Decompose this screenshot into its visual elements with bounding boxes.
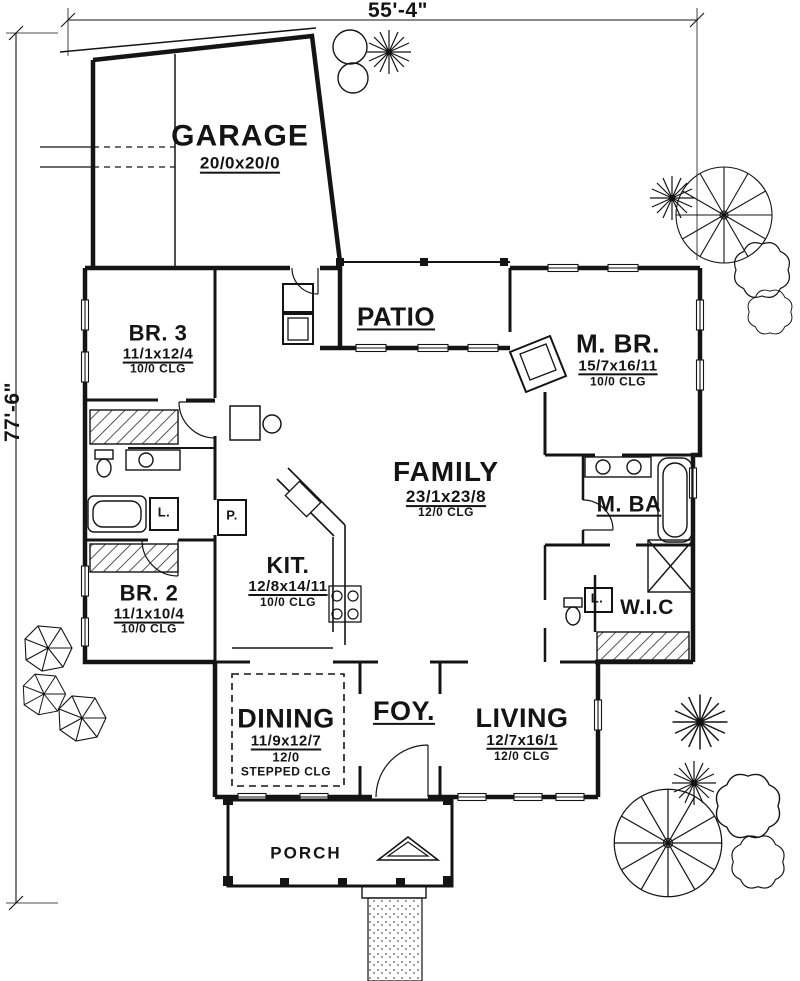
room-ceiling: 10/0 CLG bbox=[589, 374, 647, 389]
room-name: BR. 3 bbox=[128, 320, 188, 346]
doors bbox=[141, 263, 614, 802]
room-ceiling-height: 12/0 bbox=[272, 749, 300, 765]
room-label-foyer: FOY. bbox=[373, 696, 435, 726]
room-size: 11/9x12/7 bbox=[250, 732, 322, 750]
dimension-height-label: 77'-6" bbox=[1, 382, 25, 442]
room-name: DINING bbox=[237, 703, 335, 734]
shrub-icon bbox=[58, 695, 107, 742]
room-label-mbr: M. BR. 15/7x16/11 10/0 CLG bbox=[576, 329, 660, 388]
room-name: BR. 2 bbox=[119, 580, 179, 606]
room-name: M. BR. bbox=[576, 328, 660, 359]
room-label-kitchen: KIT. 12/8x14/11 10/0 CLG bbox=[248, 552, 328, 609]
room-name: W.I.C bbox=[620, 596, 674, 620]
room-size: 15/7x16/11 bbox=[578, 357, 658, 375]
bathroom-fixtures bbox=[87, 449, 694, 626]
interior-walls bbox=[85, 268, 693, 797]
room-size: 11/1x10/4 bbox=[113, 605, 185, 623]
room-name: M. BA bbox=[596, 491, 662, 517]
trees bbox=[22, 29, 793, 898]
room-size: 20/0x20/0 bbox=[199, 153, 281, 173]
room-name: FAMILY bbox=[392, 456, 500, 488]
room-name: FOY. bbox=[372, 695, 436, 726]
room-size: 11/1x12/4 bbox=[122, 345, 194, 363]
room-label-garage: GARAGE 20/0x20/0 bbox=[171, 120, 309, 173]
room-name: GARAGE bbox=[171, 119, 309, 153]
dimension-width-label: 55'-4" bbox=[368, 0, 428, 23]
windows bbox=[80, 263, 705, 802]
room-label-mba: M. BA bbox=[596, 491, 662, 518]
room-label-wic: W.I.C bbox=[620, 596, 674, 620]
kitchen-fixtures bbox=[231, 467, 362, 787]
room-name: PATIO bbox=[356, 301, 436, 332]
room-label-patio: PATIO bbox=[357, 302, 435, 331]
burst-tree-icon bbox=[649, 175, 695, 221]
shrub-cloud-icon bbox=[731, 835, 785, 889]
shrub-icon bbox=[24, 625, 73, 672]
room-size: 12/7x16/1 bbox=[486, 732, 558, 749]
dimension-lines bbox=[6, 8, 705, 911]
burst-tree-icon bbox=[366, 29, 412, 75]
patio-posts bbox=[336, 258, 508, 266]
room-label-br3: BR. 3 11/1x12/4 10/0 CLG bbox=[122, 320, 194, 377]
porch-columns bbox=[223, 795, 453, 887]
room-size: 23/1x23/8 bbox=[405, 487, 487, 507]
shrub-cloud-icon bbox=[747, 289, 793, 335]
large-tree-icon bbox=[613, 788, 723, 898]
room-name: PORCH bbox=[270, 843, 342, 863]
room-name: LIVING bbox=[475, 702, 569, 733]
room-ceiling-type: STEPPED CLG bbox=[240, 764, 332, 779]
garage-details bbox=[40, 27, 317, 268]
room-ceiling: 10/0 CLG bbox=[120, 621, 178, 636]
shrub-icon bbox=[332, 29, 368, 65]
porch-details bbox=[223, 795, 454, 981]
closet-hatching bbox=[89, 409, 690, 661]
room-ceiling: 10/0 CLG bbox=[129, 361, 187, 376]
room-ceiling: 10/0 CLG bbox=[259, 594, 317, 609]
laundry-label: L. bbox=[157, 504, 171, 520]
large-tree-icon bbox=[675, 166, 773, 264]
room-ceiling: 12/0 CLG bbox=[417, 505, 475, 520]
burst-tree-icon bbox=[671, 693, 729, 751]
room-label-dining: DINING 11/9x12/7 12/0 STEPPED CLG bbox=[237, 703, 335, 778]
room-ceiling: 12/0 CLG bbox=[493, 748, 551, 763]
pantry-label: P. bbox=[226, 507, 238, 523]
shrub-cloud-icon bbox=[733, 241, 791, 299]
room-name: KIT. bbox=[266, 552, 310, 579]
room-label-br2: BR. 2 11/1x10/4 10/0 CLG bbox=[113, 580, 185, 637]
room-label-family: FAMILY 23/1x23/8 12/0 CLG bbox=[393, 456, 499, 520]
room-size: 12/8x14/11 bbox=[248, 577, 328, 595]
room-label-living: LIVING 12/7x16/1 12/0 CLG bbox=[475, 703, 568, 763]
linen-label: L. bbox=[590, 590, 604, 606]
shrub-cloud-icon bbox=[715, 773, 781, 839]
shrub-icon bbox=[337, 62, 369, 94]
room-label-porch: PORCH bbox=[270, 843, 341, 862]
